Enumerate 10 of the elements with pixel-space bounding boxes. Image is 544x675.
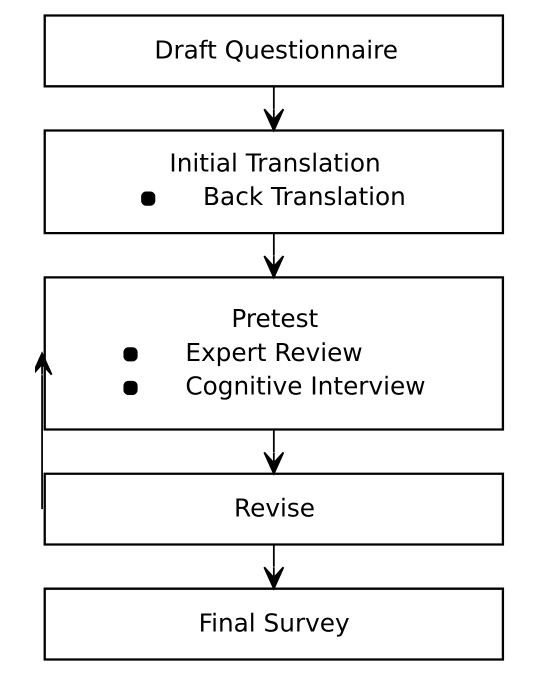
arrow	[34, 352, 52, 510]
arrow	[262, 430, 284, 475]
arrow	[262, 544, 284, 590]
node-box: Pretest Expert Review Cognitive Interview	[43, 276, 504, 431]
node-box: Draft Questionnaire	[43, 14, 504, 88]
node-box: Revise	[43, 472, 504, 546]
arrow	[262, 234, 284, 278]
node-box: Final Survey	[43, 588, 504, 661]
arrow	[262, 86, 284, 132]
node-box: Initial Translation Back Translation	[43, 129, 504, 234]
